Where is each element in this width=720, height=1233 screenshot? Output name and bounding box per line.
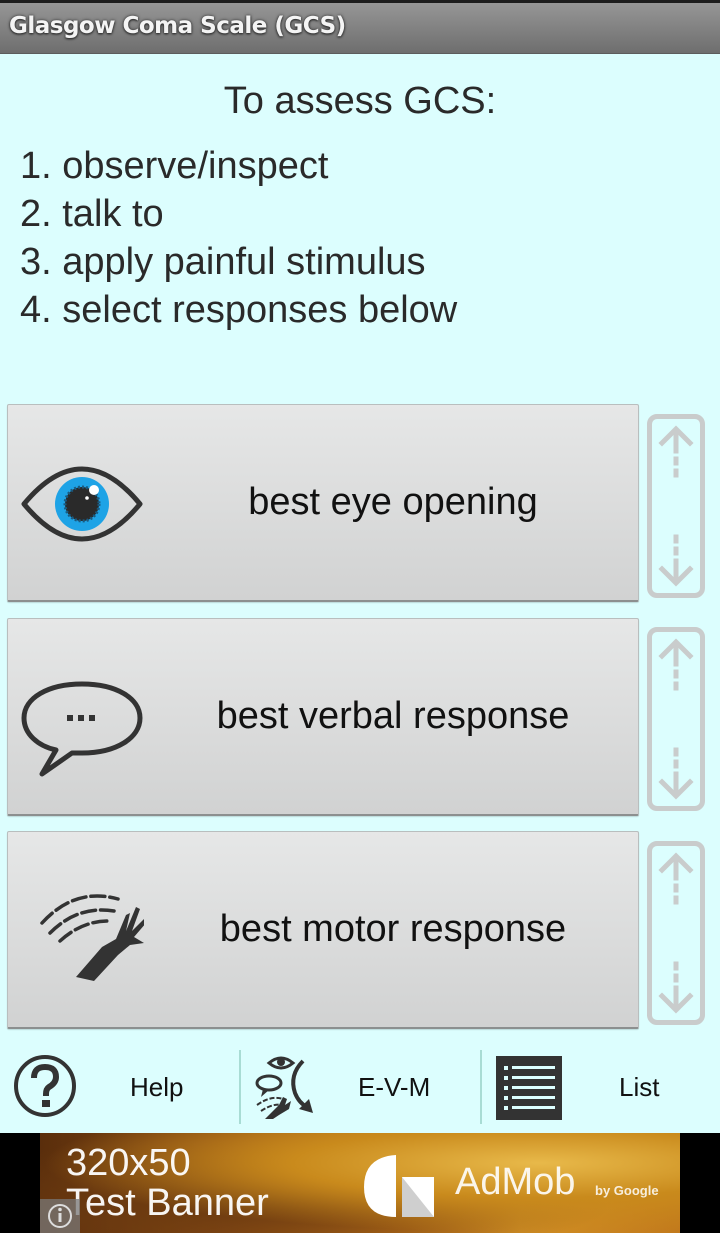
help-button[interactable]: Help <box>0 1040 238 1133</box>
instruction-steps: 1. observe/inspect 2. talk to 3. apply p… <box>20 142 457 334</box>
admob-logo-icon <box>364 1155 434 1217</box>
arrow-up-down-icon <box>658 425 694 587</box>
motor-score-stepper[interactable] <box>647 841 705 1025</box>
ad-size-text: 320x50 <box>66 1142 191 1184</box>
waving-hand-icon <box>40 894 144 981</box>
step-item: 3. apply painful stimulus <box>20 241 426 283</box>
ad-creative[interactable]: 320x50 Test Banner AdMob by Google <box>40 1133 680 1233</box>
arrow-up-down-icon <box>658 852 694 1014</box>
app-title: Glasgow Coma Scale (GCS) <box>9 13 346 39</box>
list-label: List <box>619 1072 660 1102</box>
verbal-score-stepper[interactable] <box>647 627 705 811</box>
help-label: Help <box>130 1072 184 1102</box>
eye-opening-label: best eye opening <box>248 481 538 523</box>
speech-bubble-icon <box>21 681 143 777</box>
ad-by-text: by Google <box>595 1183 659 1198</box>
verbal-response-label: best verbal response <box>216 695 570 737</box>
bottom-action-bar: Help E-V-M <box>0 1040 720 1133</box>
ad-banner: 320x50 Test Banner AdMob by Google <box>0 1133 720 1233</box>
question-circle-icon <box>14 1055 76 1117</box>
ad-info-button[interactable] <box>40 1199 80 1233</box>
arrow-up-down-icon <box>658 638 694 800</box>
intro-heading: To assess GCS: <box>223 80 497 122</box>
evm-sequence-icon <box>255 1056 313 1119</box>
eye-score-stepper[interactable] <box>647 414 705 598</box>
list-button[interactable]: List <box>482 1040 720 1133</box>
list-icon <box>496 1056 562 1120</box>
ad-test-text: Test Banner <box>66 1182 269 1224</box>
step-item: 4. select responses below <box>20 289 458 331</box>
eye-opening-button[interactable]: best eye opening <box>7 404 639 602</box>
step-item: 2. talk to <box>20 193 164 235</box>
verbal-response-button[interactable]: best verbal response <box>7 618 639 816</box>
step-item: 1. observe/inspect <box>20 145 329 187</box>
evm-label: E-V-M <box>358 1072 431 1102</box>
motor-response-button[interactable]: best motor response <box>7 831 639 1029</box>
divider <box>480 1050 482 1124</box>
evm-button[interactable]: E-V-M <box>241 1040 479 1133</box>
ad-brand-text: AdMob <box>455 1161 576 1203</box>
eye-icon <box>21 466 143 542</box>
motor-response-label: best motor response <box>219 908 567 950</box>
info-icon <box>48 1204 72 1228</box>
divider <box>239 1050 241 1124</box>
title-bar: Glasgow Coma Scale (GCS) <box>0 3 720 54</box>
status-bar-edge <box>0 0 720 3</box>
